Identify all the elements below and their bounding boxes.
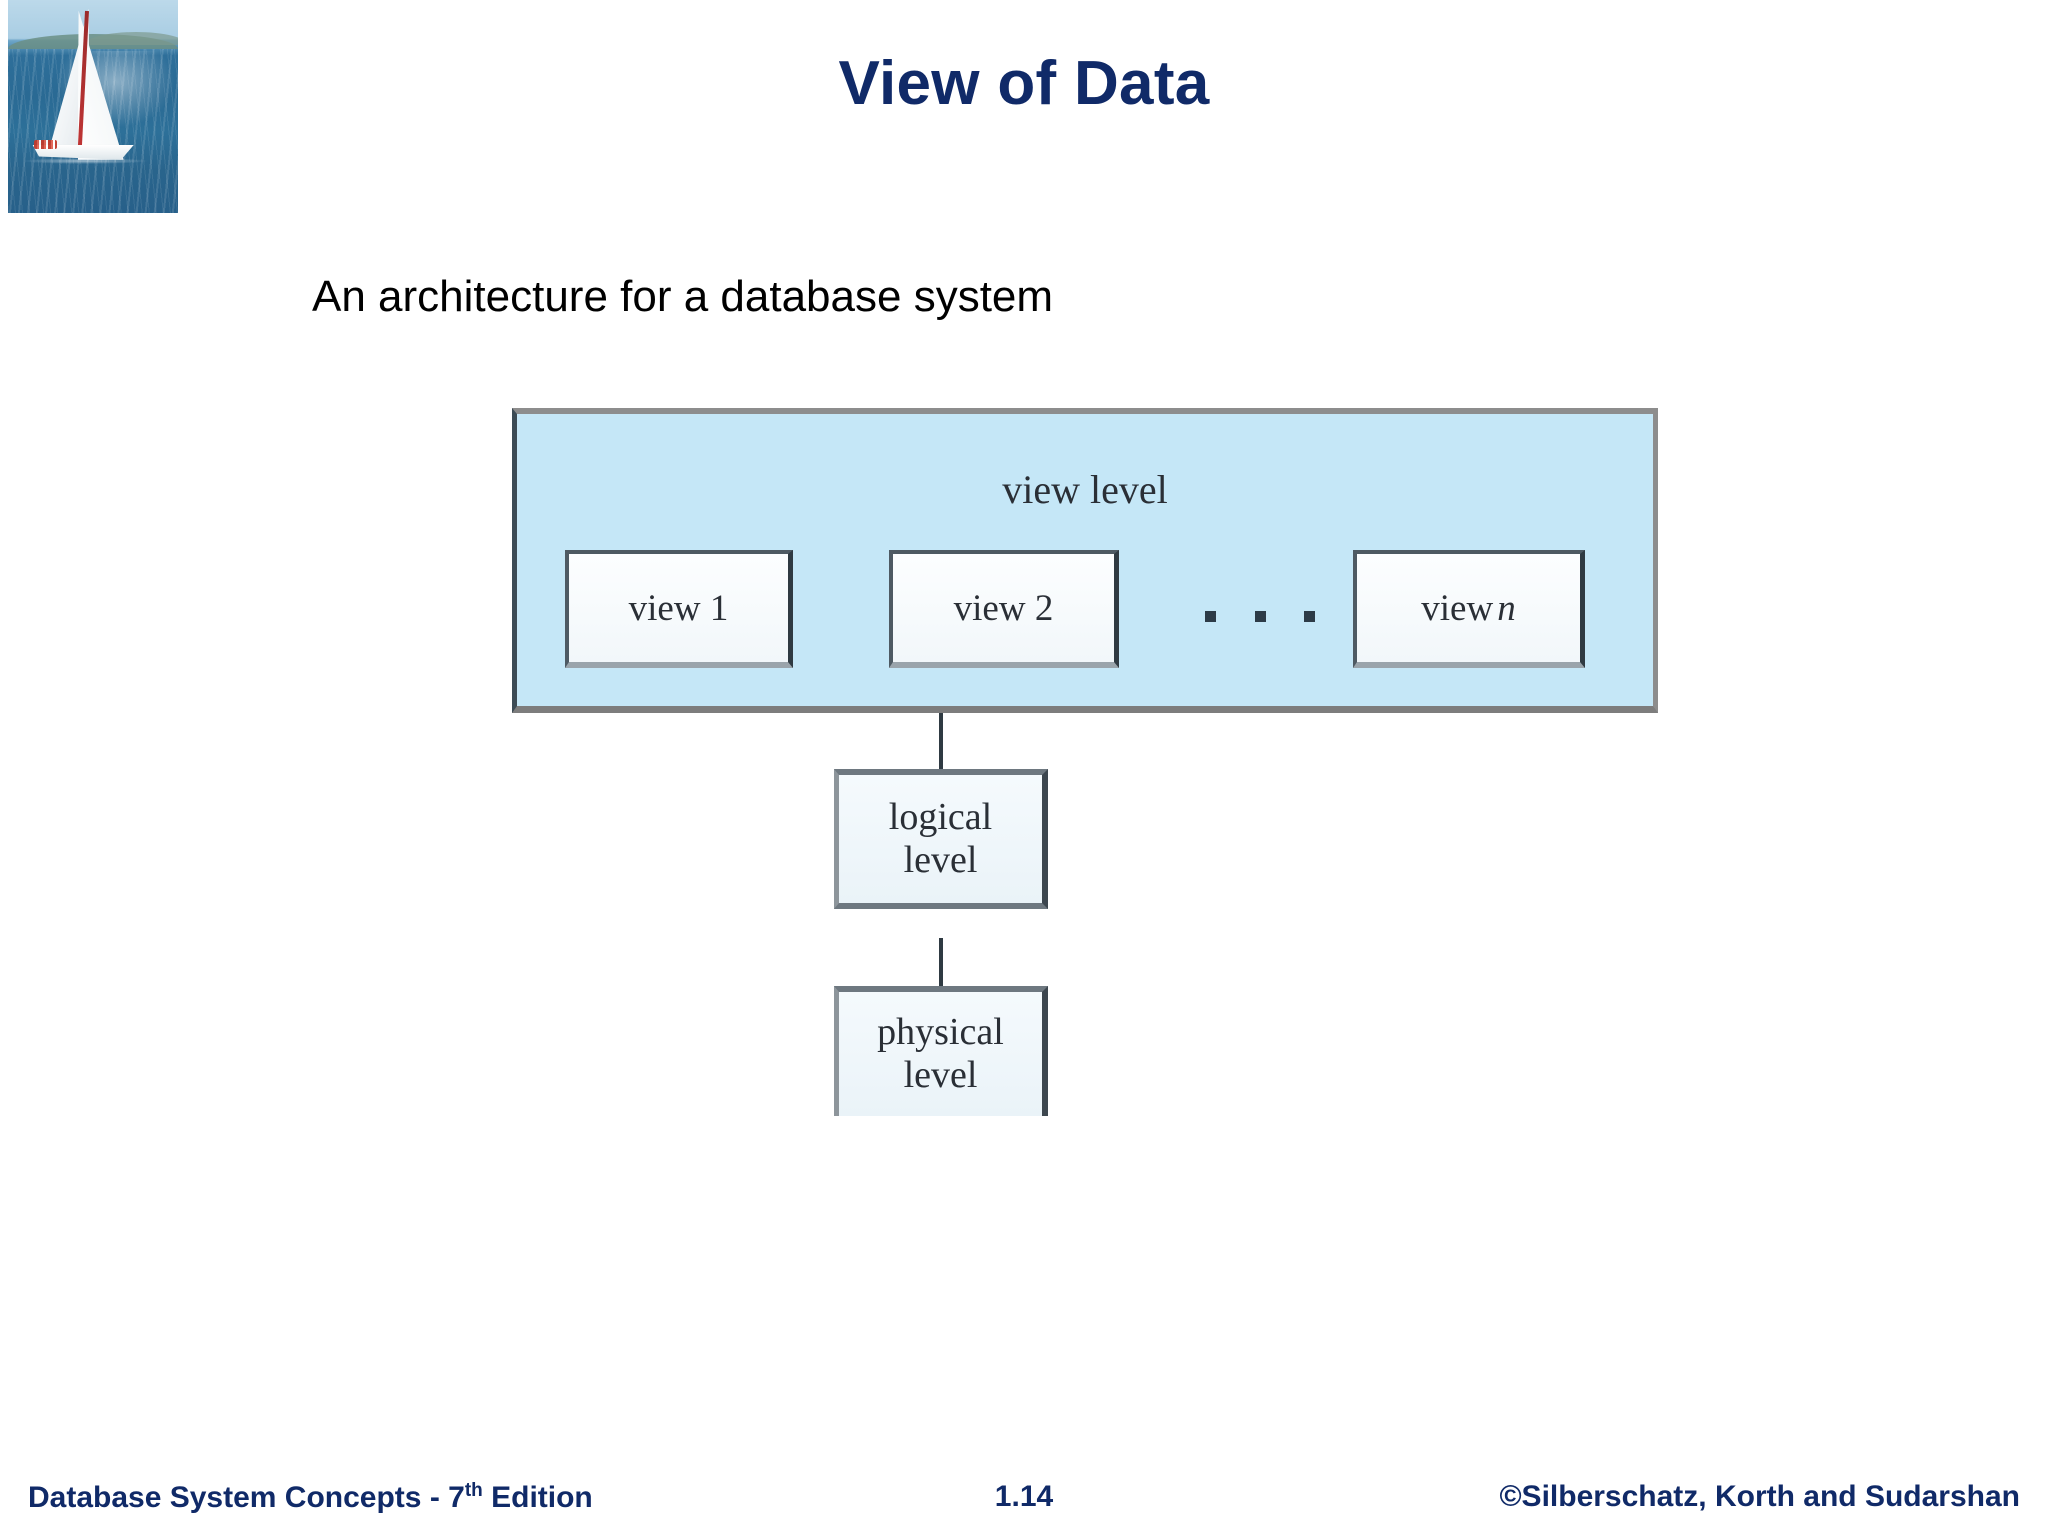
boat-hull [32,144,134,160]
physical-level-label-line1: physical [877,1011,1004,1054]
view-box-1-label: view 1 [628,587,729,629]
slide-footer: Database System Concepts - 7th Edition 1… [0,1466,2048,1536]
connector-view-to-logical [939,713,943,771]
physical-level-label-line2: level [903,1054,978,1096]
view-box-n: view n [1353,550,1585,668]
footer-book-title-suffix: Edition [482,1481,593,1514]
footer-edition-ordinal: th [464,1480,483,1501]
view-box-n-index: n [1497,587,1516,629]
view-box-1: view 1 [565,550,793,668]
footer-book-title: Database System Concepts - 7th Edition [28,1480,593,1515]
logical-level-label-line2: level [903,839,978,881]
physical-level-box: physical level [834,986,1048,1116]
architecture-diagram: view level view 1 view 2 view n logical … [512,408,1664,1116]
footer-page-number: 1.14 [994,1480,1054,1513]
footer-copyright: ©Silberschatz, Korth and Sudarshan [1499,1480,2020,1513]
view-level-label: view level [1002,467,1168,512]
hills-shape-secondary [84,31,178,45]
logical-level-label-line1: logical [888,796,993,839]
ellipsis-dots [1205,606,1315,626]
body-text: An architecture for a database system [312,272,1054,321]
ellipsis-dot [1304,610,1315,622]
boat-wake [21,157,150,164]
ellipsis-dot [1205,610,1216,622]
page-title: View of Data [838,49,1210,118]
view-box-2-label: view 2 [953,587,1054,629]
crew-figures [33,139,58,150]
view-level-container: view level view 1 view 2 view n [512,408,1658,713]
view-box-n-label: view [1421,587,1494,629]
sailboat-logo-image [8,0,178,213]
view-boxes-row: view 1 view 2 view n [517,550,1653,668]
connector-logical-to-physical [939,938,943,988]
logical-level-box: logical level [834,769,1048,909]
ellipsis-dot [1254,610,1266,622]
footer-book-title-prefix: Database System Concepts - 7 [28,1481,465,1514]
view-box-2: view 2 [889,550,1119,668]
